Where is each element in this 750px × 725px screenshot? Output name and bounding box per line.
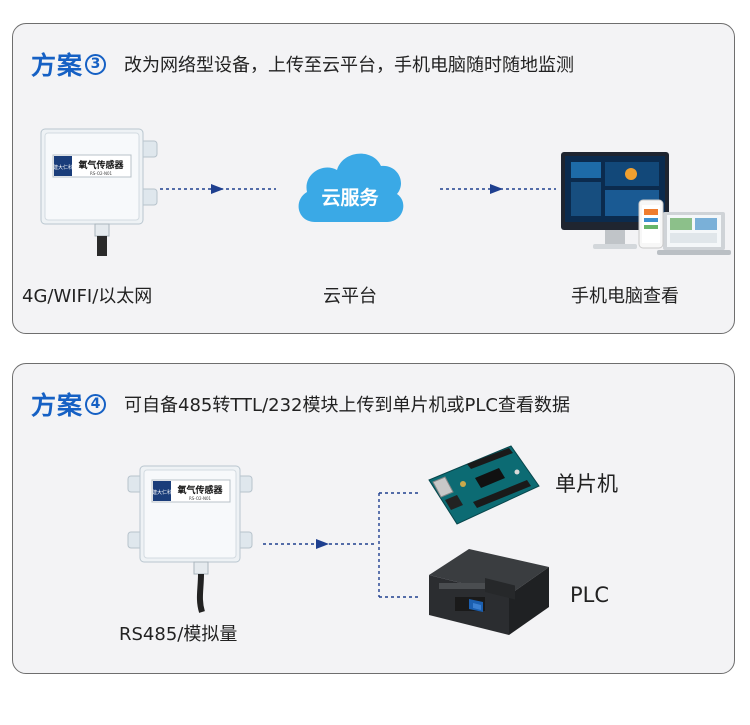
- oxygen-sensor-image: 建大仁科 氧气传感器 RS-O2-N01: [127, 465, 253, 613]
- pc-phone-devices-image: [561, 152, 731, 255]
- branch-connector: [378, 492, 421, 598]
- sensor-brand-text: 建大仁科: [53, 164, 73, 171]
- microcontroller-board-image: [428, 445, 540, 525]
- plan-3-panel: 方案 3 改为网络型设备，上传至云平台，手机电脑随时随地监测 建大仁科 氧气传感…: [12, 23, 735, 334]
- sensor-name-text: 氧气传感器: [77, 159, 124, 171]
- flow-arrow-1: [160, 184, 276, 194]
- sensor-model-text: RS-O2-N01: [90, 171, 113, 176]
- caption-network: 4G/WIFI/以太网: [22, 286, 153, 307]
- sensor-name-text: 氧气传感器: [176, 484, 223, 496]
- flow-arrow-2: [440, 184, 556, 194]
- caption-phone-pc-view: 手机电脑查看: [571, 286, 679, 307]
- plan-4-panel: 方案 4 可自备485转TTL/232模块上传到单片机或PLC查看数据 建大仁科…: [12, 363, 735, 674]
- caption-rs485-analog: RS485/模拟量: [119, 624, 238, 645]
- plan-4-number-badge: 4: [85, 393, 107, 415]
- plan-3-title: 方案: [31, 51, 84, 80]
- sensor-model-text: RS-O2-N01: [189, 496, 212, 501]
- plan-4-description: 可自备485转TTL/232模块上传到单片机或PLC查看数据: [124, 395, 570, 416]
- cloud-service-label: 云服务: [321, 186, 379, 209]
- plan-3-header: 方案 3 改为网络型设备，上传至云平台，手机电脑随时随地监测: [31, 46, 574, 82]
- cloud-service-icon: 云服务: [298, 153, 404, 222]
- plan-3-description: 改为网络型设备，上传至云平台，手机电脑随时随地监测: [124, 55, 575, 76]
- oxygen-sensor-image: 建大仁科 氧气传感器 RS-O2-N01: [40, 128, 158, 256]
- plan-4-title: 方案: [31, 391, 84, 420]
- caption-cloud-platform: 云平台: [323, 286, 377, 307]
- target-mcu-label: 单片机: [555, 472, 618, 496]
- plc-device-image: [429, 549, 549, 635]
- flow-arrow-to-branch: [263, 539, 377, 549]
- plan-3-number-badge: 3: [85, 53, 107, 75]
- plan-4-header: 方案 4 可自备485转TTL/232模块上传到单片机或PLC查看数据: [31, 386, 570, 422]
- sensor-brand-text: 建大仁科: [152, 489, 172, 496]
- target-plc-label: PLC: [570, 583, 610, 607]
